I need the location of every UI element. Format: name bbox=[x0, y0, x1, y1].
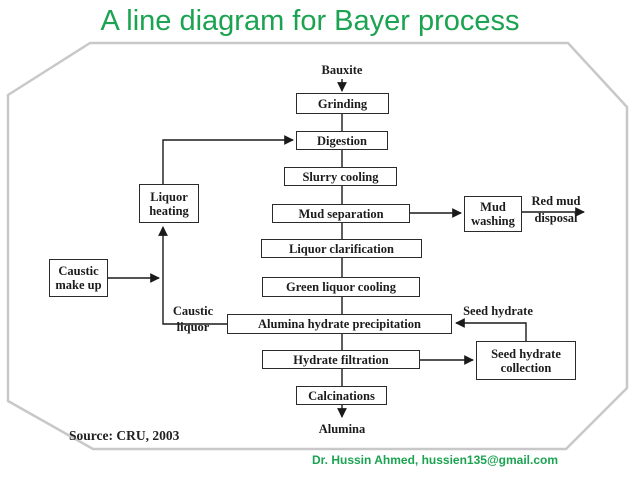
author-credit: Dr. Hussin Ahmed, hussien135@gmail.com bbox=[312, 453, 558, 467]
node-mud-washing: Mud washing bbox=[464, 196, 522, 232]
edge-liquorheating-digestion bbox=[162, 135, 294, 184]
label-red-mud-disposal: Red mud disposal bbox=[531, 194, 581, 225]
node-caustic-make-up: Caustic make up bbox=[49, 259, 108, 297]
node-mud-separation: Mud separation bbox=[272, 204, 410, 223]
node-liquor-heating: Liquor heating bbox=[139, 184, 199, 223]
node-digestion: Digestion bbox=[296, 131, 388, 150]
slide-title: A line diagram for Bayer process bbox=[100, 5, 520, 37]
label-seed-hydrate: Seed hydrate bbox=[463, 304, 533, 318]
node-calcinations: Calcinations bbox=[296, 386, 387, 405]
node-liquor-clarification: Liquor clarification bbox=[261, 239, 422, 258]
label-bauxite: Bauxite bbox=[321, 63, 363, 77]
edge-precipitation-liquorheating bbox=[158, 226, 227, 325]
edge-seedcollection-precipitation bbox=[455, 318, 527, 341]
label-alumina: Alumina bbox=[318, 422, 366, 436]
source-citation: Source: CRU, 2003 bbox=[69, 428, 180, 443]
node-seed-hydrate-collection: Seed hydrate collection bbox=[476, 341, 576, 380]
label-caustic-liquor: Caustic liquor bbox=[172, 304, 214, 335]
node-grinding: Grinding bbox=[296, 93, 389, 114]
node-slurry-cooling: Slurry cooling bbox=[284, 167, 397, 186]
node-alumina-hydrate-precipitation: Alumina hydrate precipitation bbox=[227, 314, 452, 334]
node-hydrate-filtration: Hydrate filtration bbox=[262, 350, 420, 369]
node-green-liquor-cooling: Green liquor cooling bbox=[262, 277, 420, 297]
